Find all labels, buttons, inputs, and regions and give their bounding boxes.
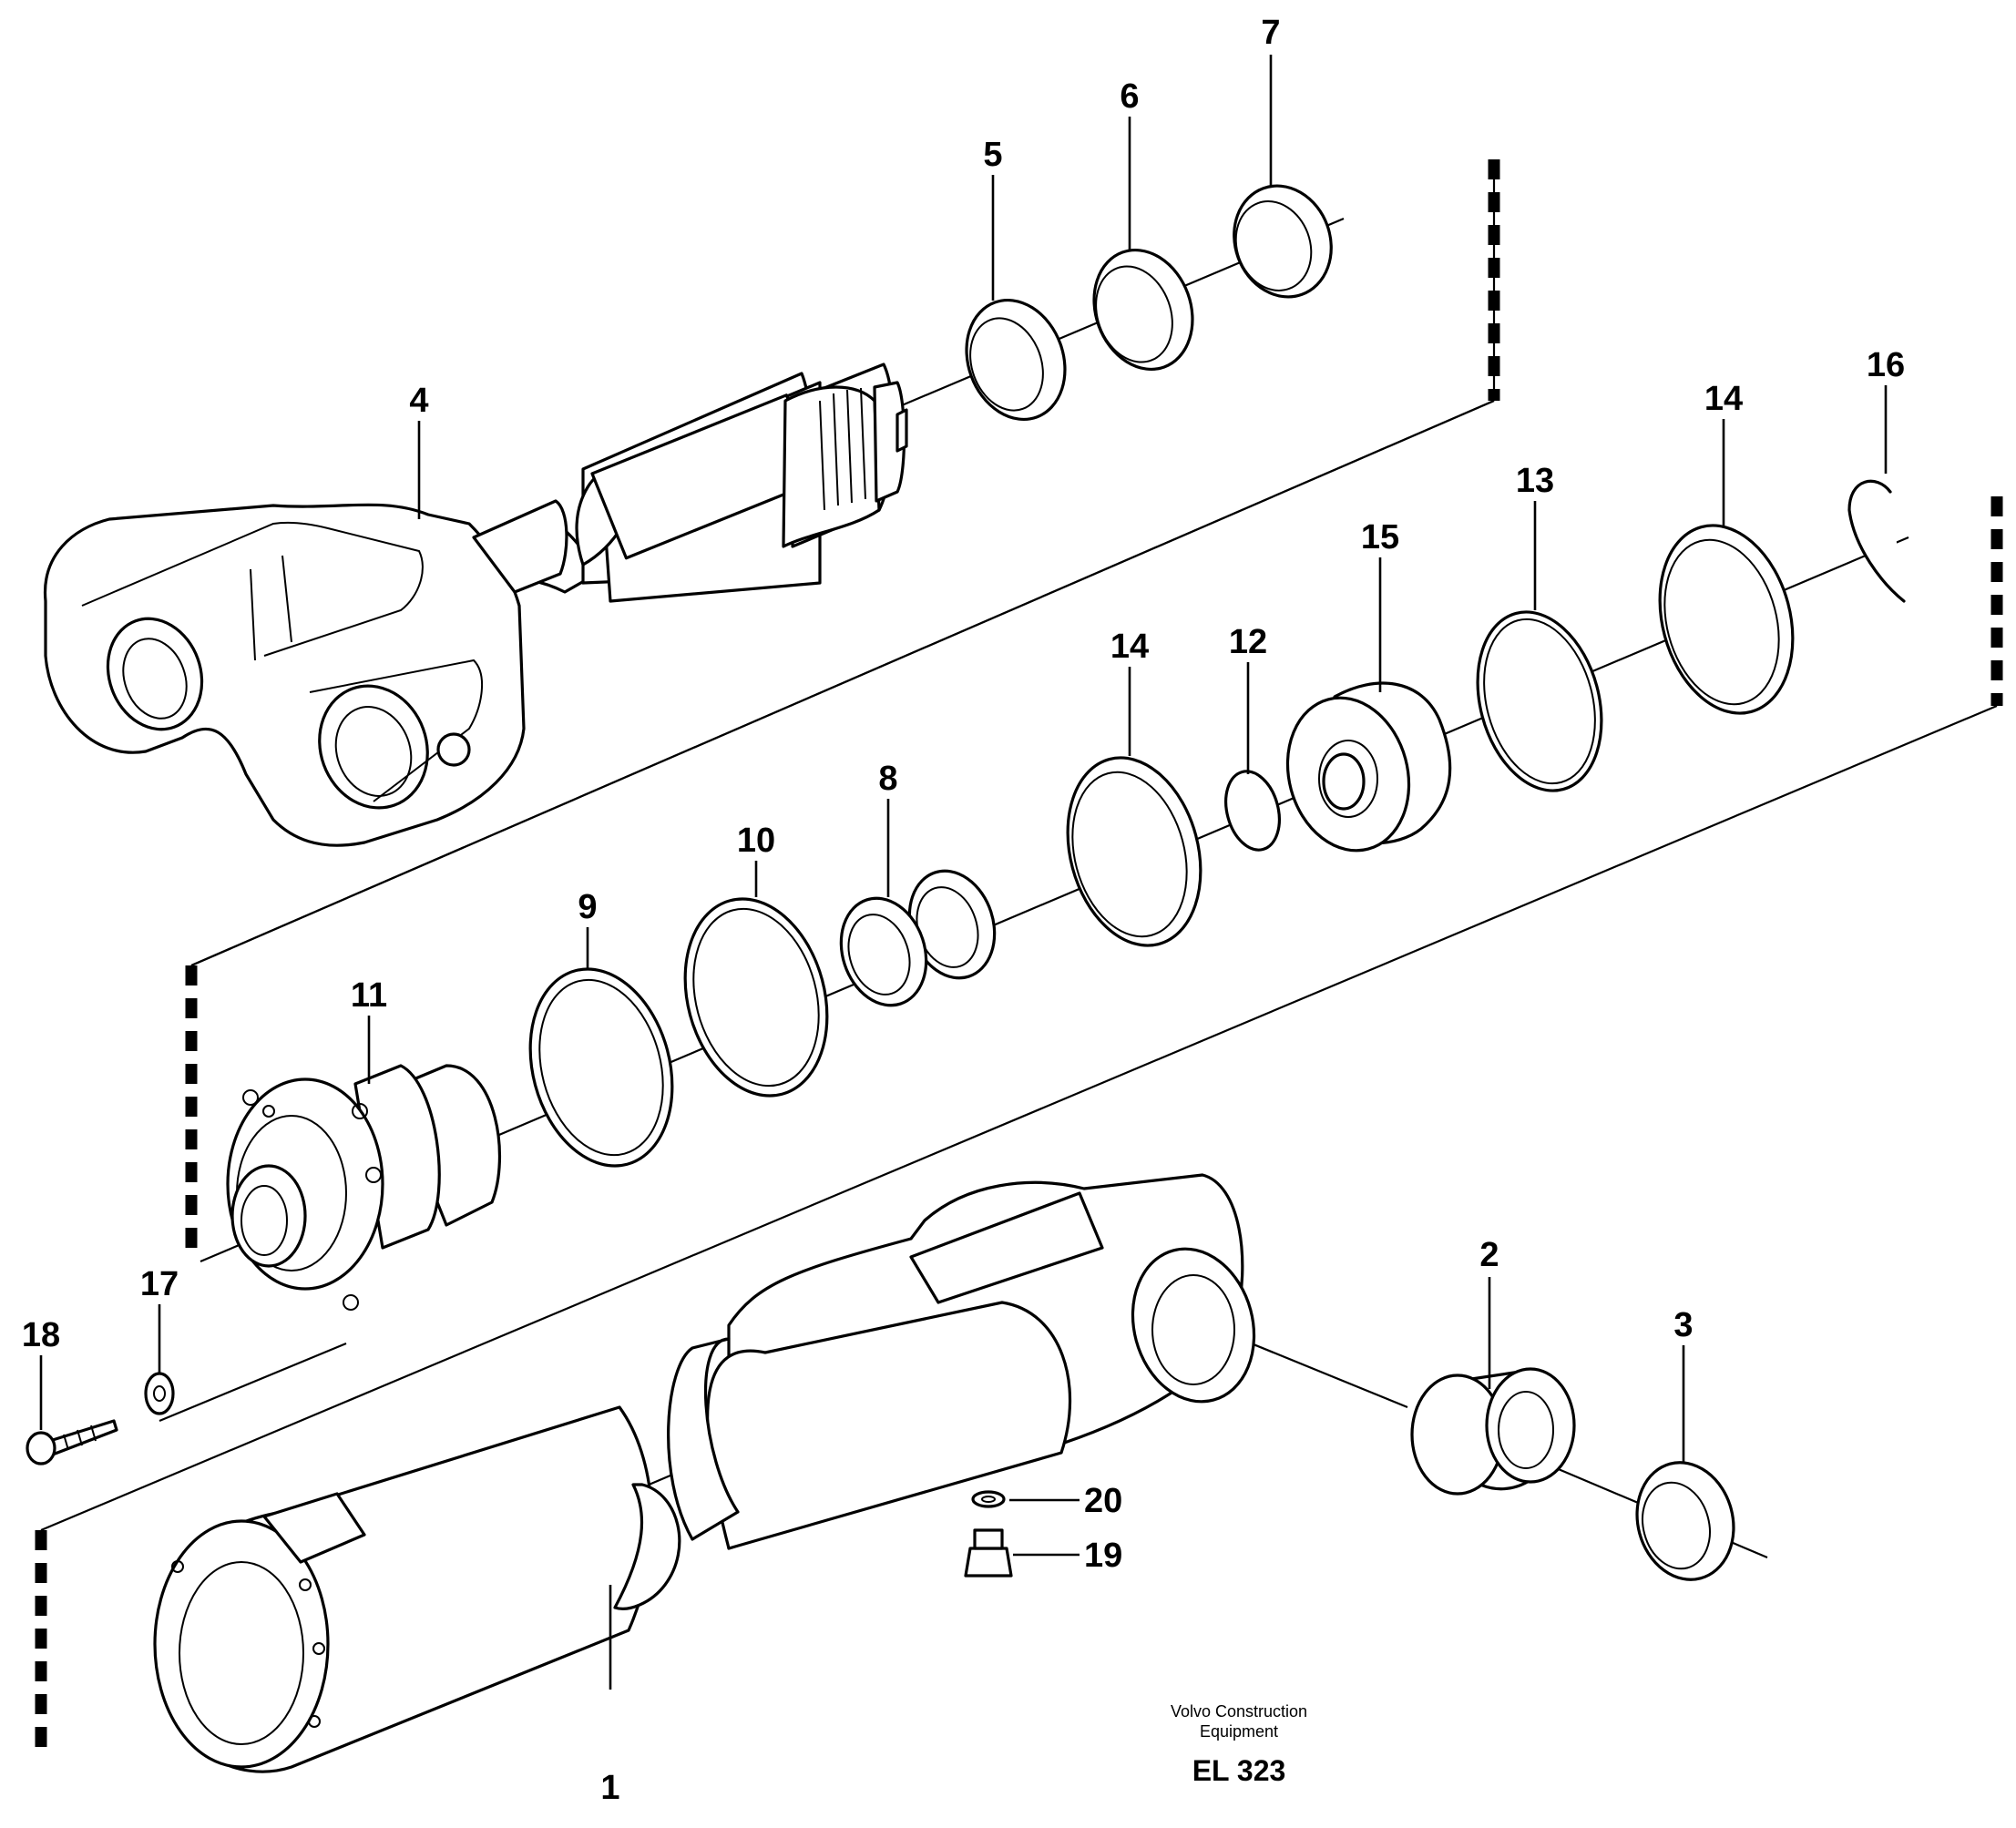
cylinder-head (226, 1064, 502, 1311)
section-boundaries (35, 159, 2003, 1749)
callout-19: 19 (1084, 1537, 1122, 1575)
callout-17: 17 (140, 1265, 179, 1303)
callout-leaders (39, 55, 1888, 1690)
callout-18: 18 (22, 1316, 60, 1354)
callout-3: 3 (1673, 1306, 1693, 1344)
callout-14a: 14 (1110, 628, 1149, 666)
rod-seal-rings (965, 184, 1333, 422)
callout-11: 11 (351, 976, 387, 1015)
drawing-code: EL 323 (1192, 1754, 1286, 1787)
callout-9: 9 (578, 888, 597, 926)
piston-assembly (1066, 479, 1906, 947)
callout-1: 1 (600, 1769, 619, 1807)
callout-15: 15 (1361, 518, 1399, 557)
callout-2: 2 (1479, 1236, 1499, 1274)
guide-bushing (839, 869, 997, 1007)
callout-10: 10 (737, 822, 775, 860)
drain-plug-set (964, 1490, 1013, 1578)
cylinder-barrel (153, 1173, 1256, 1773)
head-bolt-set (26, 1372, 175, 1465)
title-block: Volvo Construction Equipment EL 323 (1171, 1702, 1307, 1787)
head-seal-rings (528, 897, 829, 1168)
piston-rod-clevis (43, 363, 908, 847)
brand-line-2: Equipment (1200, 1722, 1278, 1741)
brand-line-1: Volvo Construction (1171, 1702, 1307, 1721)
callout-labels: 1 2 3 4 5 6 7 8 9 10 11 12 13 14 14 15 1… (22, 14, 1905, 1807)
callout-5: 5 (983, 136, 1002, 174)
callout-16: 16 (1867, 346, 1905, 384)
callout-8: 8 (878, 760, 897, 798)
callout-13: 13 (1516, 462, 1554, 500)
callout-12: 12 (1229, 623, 1267, 661)
eye-bushing-and-wiper (1410, 1367, 1735, 1581)
callout-7: 7 (1261, 14, 1280, 52)
callout-20: 20 (1084, 1482, 1122, 1520)
callout-14b: 14 (1704, 380, 1743, 418)
callout-4: 4 (409, 382, 428, 420)
callout-6: 6 (1120, 77, 1139, 116)
